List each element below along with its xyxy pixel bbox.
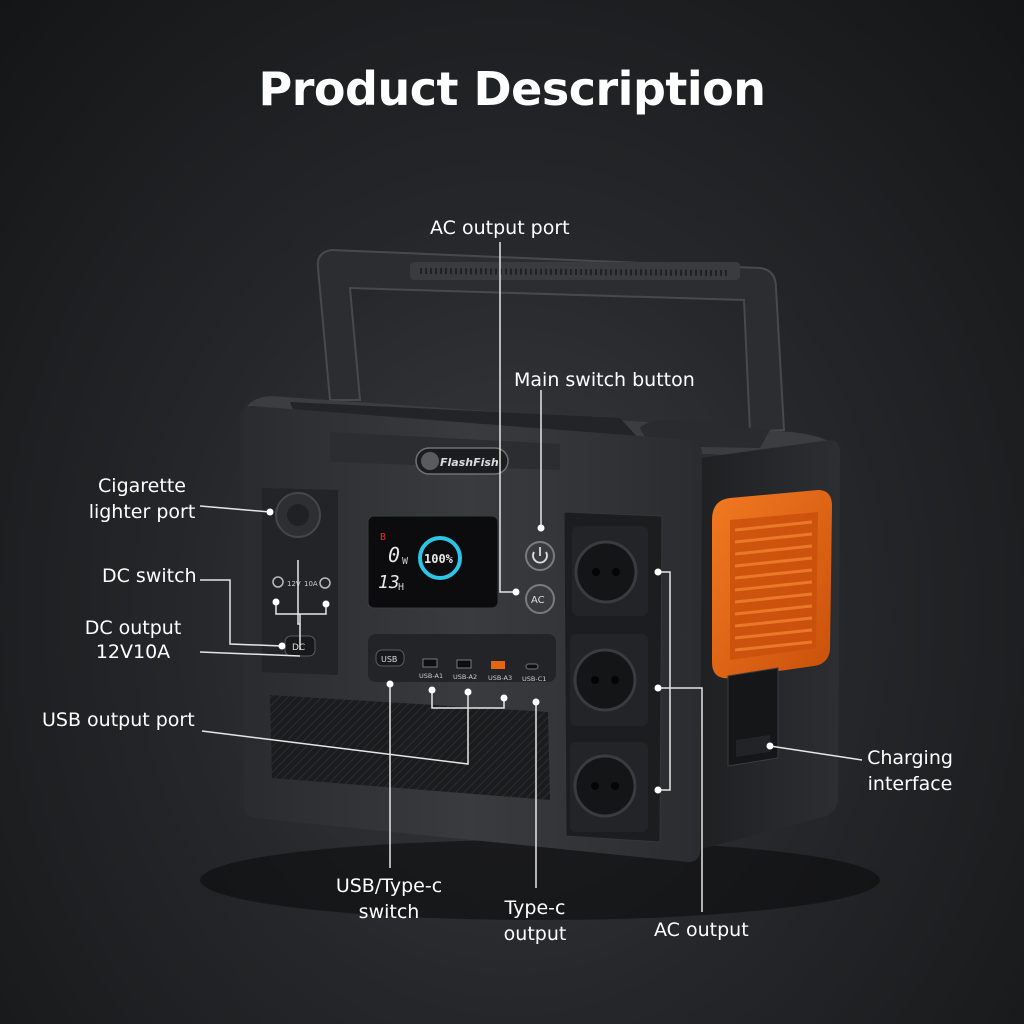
svg-text:USB-A1: USB-A1	[419, 672, 443, 680]
label-main-switch: Main switch button	[514, 369, 695, 391]
svg-text:13: 13	[378, 572, 400, 593]
usb-a2-port	[456, 659, 472, 669]
label-dc-output-1: DC output	[84, 617, 182, 639]
svg-text:H: H	[398, 582, 404, 593]
label-usb-typec-switch-2: switch	[358, 901, 420, 923]
label-ac-output-port: AC output port	[430, 217, 570, 239]
label-dc-switch: DC switch	[102, 565, 197, 587]
ac-outlet-2	[570, 634, 648, 726]
left-port-panel	[262, 488, 338, 675]
dc-button-text: DC	[292, 643, 305, 653]
label-usb-typec-switch-1: USB/Type-c	[335, 875, 443, 897]
label-charging-2: interface	[867, 773, 953, 795]
lcd-display: B 0 W 13 H 100%	[367, 515, 499, 609]
svg-text:B: B	[380, 532, 386, 543]
brand-logo: FlashFish	[415, 447, 509, 475]
brand-text: FlashFish	[440, 456, 499, 469]
svg-text:USB-A2: USB-A2	[453, 673, 477, 681]
callout-lines	[199, 242, 863, 912]
label-usb-output-port: USB output port	[42, 709, 195, 731]
svg-text:0: 0	[388, 543, 400, 567]
label-ac-output: AC output	[654, 919, 749, 941]
svg-text:USB-C1: USB-C1	[522, 675, 546, 683]
ac-outlet-3	[570, 742, 648, 832]
label-typec-output-2: output	[503, 923, 567, 945]
ac-switch-button[interactable]	[525, 584, 555, 614]
usb-panel	[368, 634, 556, 682]
dc-12v-text: 12V	[287, 580, 301, 588]
vent-grille	[270, 695, 550, 800]
svg-text:USB: USB	[381, 655, 397, 664]
ac-outlet-panel	[563, 511, 663, 843]
label-typec-output-1: Type-c	[504, 897, 566, 919]
carry-handle	[316, 248, 786, 448]
label-dc-output-2: 12V10A	[95, 641, 171, 663]
floor-shadow	[200, 840, 880, 920]
usb-a3-port	[491, 661, 505, 669]
label-cigarette-2: lighter port	[88, 501, 196, 523]
svg-text:USB-A3: USB-A3	[488, 674, 512, 682]
svg-text:100%: 100%	[424, 552, 454, 566]
label-charging-1: Charging	[867, 747, 953, 769]
svg-text:AC: AC	[531, 595, 545, 606]
ac-outlet-1	[572, 526, 648, 616]
label-cigarette-1: Cigarette	[98, 475, 186, 497]
dc-10a-text: 10A	[304, 580, 318, 588]
page-title: Product Description	[258, 62, 766, 116]
charging-interface	[727, 667, 779, 767]
usb-c1-port	[525, 663, 539, 670]
side-orange-grip	[712, 490, 832, 679]
usb-switch-button[interactable]	[375, 649, 405, 667]
usb-a1-port	[422, 658, 438, 668]
svg-text:W: W	[402, 556, 409, 567]
